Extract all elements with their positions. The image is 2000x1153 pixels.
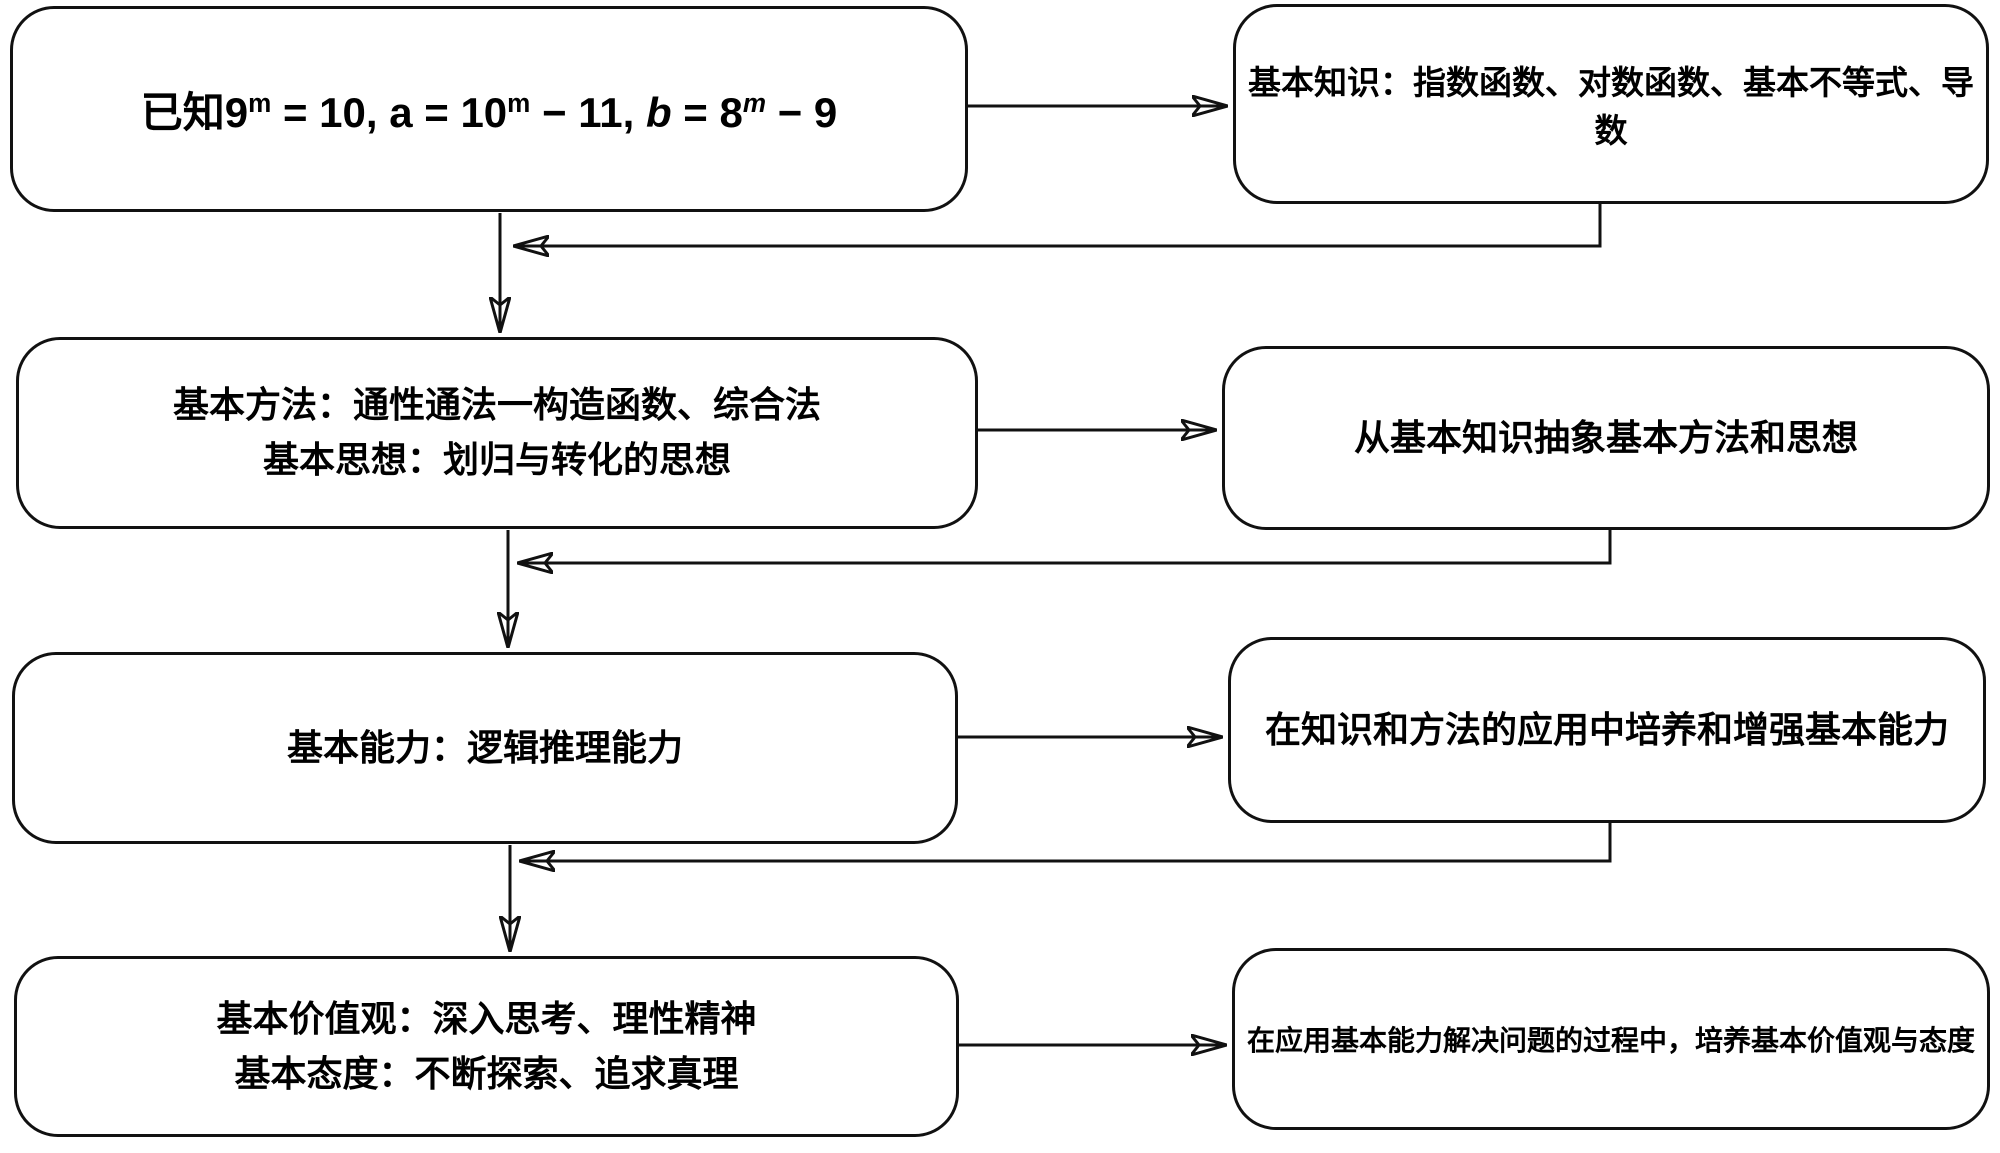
node-values-attitude: 基本价值观：深入思考、理性精神 基本态度：不断探索、追求真理 <box>14 956 959 1137</box>
node-apply-cultivate-ability: 在知识和方法的应用中培养和增强基本能力 <box>1228 637 1986 823</box>
node-basic-knowledge: 基本知识：指数函数、对数函数、基本不等式、导数 <box>1233 4 1989 204</box>
problem-segment: − 11, <box>530 88 646 136</box>
apply-cultivate-text: 在知识和方法的应用中培养和增强基本能力 <box>1264 708 1949 750</box>
node-basic-ability: 基本能力：逻辑推理能力 <box>12 652 958 844</box>
node-cultivate-values: 在应用基本能力解决问题的过程中，培养基本价值观与态度 <box>1232 948 1990 1130</box>
connector-apply-return <box>520 823 1612 861</box>
problem-segment: = 10, a = 10 <box>271 88 508 136</box>
exponent-m: m <box>507 87 531 118</box>
connector-abstract-return <box>518 530 1612 563</box>
problem-segment: − 9 <box>765 88 838 136</box>
node-problem-statement: 已知9m = 10, a = 10m − 11, b = 8m − 9 <box>10 6 968 212</box>
connector-knowledge-return <box>514 204 1602 246</box>
variable-b: b <box>645 88 672 136</box>
node-basic-method-thought: 基本方法：通性通法一构造函数、综合法 基本思想：划归与转化的思想 <box>16 337 978 529</box>
problem-segment: = 8 <box>671 88 743 136</box>
node-abstract-method: 从基本知识抽象基本方法和思想 <box>1222 346 1990 530</box>
basic-attitude-text: 基本态度：不断探索、追求真理 <box>234 1052 739 1094</box>
exponent-m-italic: m <box>742 87 766 118</box>
basic-ability-text: 基本能力：逻辑推理能力 <box>286 726 683 768</box>
exponent-m: m <box>248 87 272 118</box>
problem-segment: 已知9 <box>140 88 249 136</box>
abstract-method-text: 从基本知识抽象基本方法和思想 <box>1353 416 1858 458</box>
basic-thought-text: 基本思想：划归与转化的思想 <box>262 439 731 480</box>
basic-values-text: 基本价值观：深入思考、理性精神 <box>216 997 757 1039</box>
problem-text: 已知9m = 10, a = 10m − 11, b = 8m − 9 <box>141 79 837 140</box>
basic-method-text: 基本方法：通性通法一构造函数、综合法 <box>172 384 821 426</box>
basic-knowledge-text: 基本知识：指数函数、对数函数、基本不等式、导数 <box>1248 64 1974 149</box>
cultivate-values-text: 在应用基本能力解决问题的过程中，培养基本价值观与态度 <box>1247 1025 1976 1056</box>
